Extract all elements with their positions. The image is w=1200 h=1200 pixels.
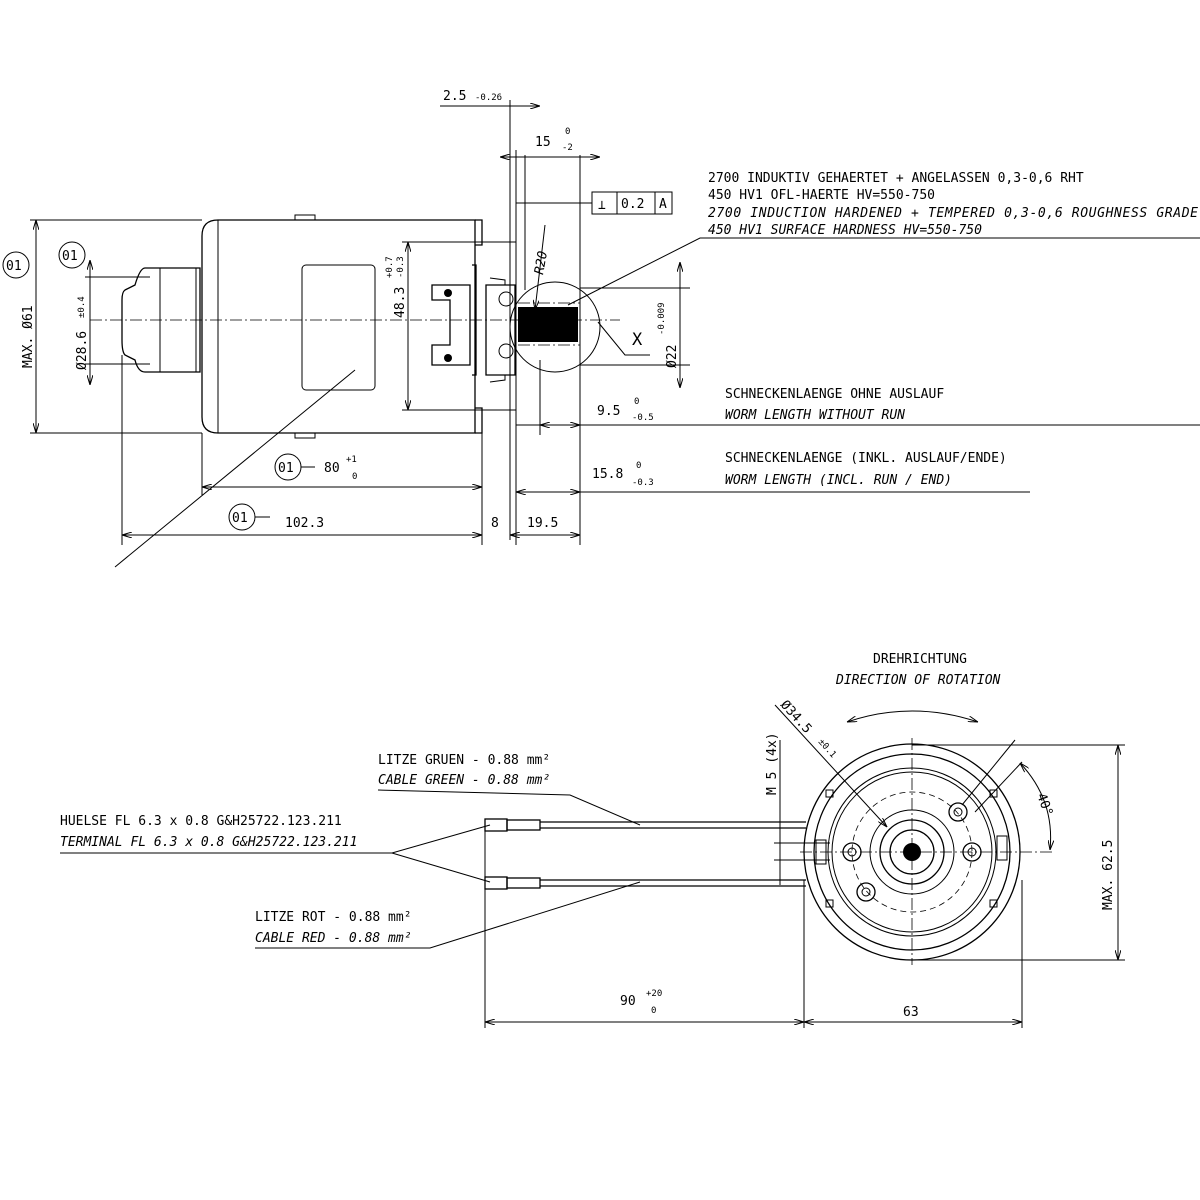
svg-text:2700 INDUCTION HARDENED + TEMP: 2700 INDUCTION HARDENED + TEMPERED 0,3-0… (708, 206, 1198, 221)
dim-19-5: 19.5 (527, 516, 558, 531)
worm-length-note-de: SCHNECKENLAENGE OHNE AUSLAUF (725, 387, 944, 402)
label-leader (114, 369, 356, 568)
tolerance-frame: ⊥ 0.2 A (516, 191, 673, 215)
thread-m5: M 5 (4x) (765, 732, 780, 795)
side-view: 2.5 -0.26 15 0 -2 ⊥ 0.2 A 2700 INDUKTIV … (2, 89, 1200, 568)
bearing (485, 284, 516, 376)
svg-text:±0.1: ±0.1 (816, 737, 838, 760)
motor-rear-cap (121, 267, 201, 373)
svg-text:2700 INDUKTIV GEHAERTET + ANGE: 2700 INDUKTIV GEHAERTET + ANGELASSEN 0,3… (708, 171, 1084, 186)
dim-48-3: 48.3 (393, 287, 408, 318)
bubble-01: 01 (6, 259, 22, 274)
worm-length-incl-note-de: SCHNECKENLAENGE (INKL. AUSLAUF/ENDE) (725, 451, 1007, 466)
svg-text:-0.5: -0.5 (632, 413, 654, 423)
worm-length-incl-note-en: WORM LENGTH (INCL. RUN / END) (725, 473, 952, 488)
svg-text:-0.3: -0.3 (396, 256, 406, 278)
dim-9-5: 9.5 (597, 404, 620, 419)
mounting-holes (842, 802, 982, 902)
svg-text:±0.4: ±0.4 (77, 296, 87, 318)
dim-15-8: 15.8 (592, 467, 623, 482)
dim-max-62-5: MAX. 62.5 (1101, 840, 1116, 910)
cable-red-label-en: CABLE RED - 0.88 mm² (255, 931, 412, 946)
dim-80: 80 (324, 461, 340, 476)
svg-text:+1: +1 (346, 455, 357, 465)
dim-r20: R20 (532, 250, 551, 276)
svg-text:A: A (659, 197, 667, 212)
svg-text:-0.26: -0.26 (475, 93, 502, 103)
worm-length-note-en: WORM LENGTH WITHOUT RUN (725, 408, 905, 423)
svg-text:01: 01 (232, 511, 248, 526)
terminal-label-de: HUELSE FL 6.3 x 0.8 G&H25722.123.211 (60, 814, 342, 829)
detail-x-label: X (632, 330, 643, 350)
cable-red (484, 876, 806, 890)
terminal-label-en: TERMINAL FL 6.3 x 0.8 G&H25722.123.211 (60, 835, 357, 850)
svg-text:450 HV1 OFL-HAERTE HV=550-750: 450 HV1 OFL-HAERTE HV=550-750 (708, 188, 935, 203)
svg-text:0: 0 (352, 472, 357, 482)
rotation-label-en: DIRECTION OF ROTATION (835, 673, 1001, 688)
svg-text:0.2: 0.2 (621, 197, 644, 212)
dim-max-d61: MAX. Ø61 (21, 305, 36, 368)
worm-gear (518, 307, 578, 342)
svg-text:-2: -2 (562, 143, 573, 153)
dim-d28-6: Ø28.6 (75, 331, 90, 370)
svg-text:0: 0 (651, 1006, 656, 1016)
svg-text:0: 0 (634, 397, 639, 407)
cable-green-label-de: LITZE GRUEN - 0.88 mm² (378, 753, 550, 768)
terminal-icon (484, 876, 508, 890)
svg-text:0: 0 (565, 127, 570, 137)
svg-text:01: 01 (62, 249, 78, 264)
dim-90: 90 (620, 994, 636, 1009)
shaft-icon (903, 843, 921, 861)
bracket (431, 284, 471, 366)
dim-63: 63 (903, 1005, 919, 1020)
end-view: DREHRICHTUNG DIRECTION OF ROTATION Ø34.5… (60, 652, 1125, 1028)
dim-15: 15 (535, 135, 551, 150)
dim-d34-5: Ø34.5 (777, 698, 814, 737)
rotation-arrow-icon (847, 710, 978, 722)
svg-text:⊥: ⊥ (598, 198, 606, 213)
label-plate (301, 264, 376, 391)
cable-red-label-de: LITZE ROT - 0.88 mm² (255, 910, 412, 925)
svg-text:450 HV1 SURFACE HARDNESS HV=55: 450 HV1 SURFACE HARDNESS HV=550-750 (708, 223, 982, 238)
svg-text:0: 0 (636, 461, 641, 471)
motor-body (201, 219, 476, 434)
dim-angle-40: 40° (1033, 791, 1055, 818)
svg-text:-0.3: -0.3 (632, 478, 654, 488)
svg-text:01: 01 (278, 461, 294, 476)
cable-green-label-en: CABLE GREEN - 0.88 mm² (378, 773, 550, 788)
dim-d22: Ø22 (665, 345, 680, 368)
rotation-label-de: DREHRICHTUNG (873, 652, 967, 667)
svg-text:+20: +20 (646, 989, 662, 999)
svg-text:+0.7: +0.7 (385, 256, 395, 278)
dim-2-5: 2.5 (443, 89, 466, 104)
svg-text:-0.009: -0.009 (657, 302, 667, 335)
dim-102-3: 102.3 (285, 516, 324, 531)
cable-green (484, 818, 806, 832)
hardening-notes: 2700 INDUKTIV GEHAERTET + ANGELASSEN 0,3… (567, 171, 1200, 306)
dim-8: 8 (491, 516, 499, 531)
